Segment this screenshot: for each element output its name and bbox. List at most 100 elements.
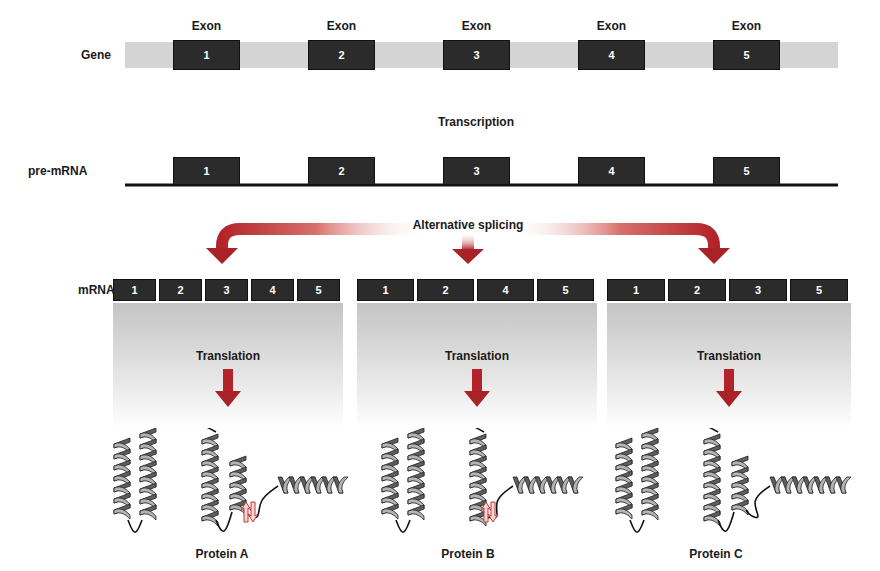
splice-arrow	[222, 229, 430, 249]
exon-box: Exon1	[173, 40, 240, 70]
illustration-part	[770, 477, 851, 493]
exon-box: 5	[790, 279, 848, 301]
protein-label: Protein B	[441, 547, 494, 561]
alpha-helix	[642, 428, 658, 520]
exon-box: 5	[713, 157, 780, 185]
illustration-part	[114, 509, 130, 519]
splice-arrow	[462, 232, 474, 250]
illustration-part	[488, 502, 498, 522]
exon-box: 5	[297, 279, 340, 301]
exon-number: 5	[714, 49, 779, 61]
loop	[128, 520, 142, 532]
exon-number: 1	[114, 284, 155, 296]
protein-label: Protein C	[689, 547, 742, 561]
loop	[244, 486, 278, 518]
step-label: Translation	[113, 349, 343, 363]
protein-structure	[114, 418, 348, 533]
exon-number: 1	[358, 284, 413, 296]
beta-strand	[241, 502, 258, 522]
exon-box: Exon4	[578, 40, 645, 70]
exon-label: Exon	[462, 19, 491, 33]
exon-number: 3	[444, 165, 509, 177]
row-label: Gene	[81, 48, 111, 62]
step-label: Translation	[357, 349, 597, 363]
exon-number: 4	[579, 165, 644, 177]
exon-box: Exon5	[713, 40, 780, 70]
loop	[216, 512, 232, 531]
illustration-part	[616, 509, 632, 519]
exon-number: 2	[309, 49, 374, 61]
illustration-part	[140, 510, 156, 520]
exon-box: 5	[537, 279, 594, 301]
protein-structure	[382, 418, 583, 533]
exon-box: Exon2	[308, 40, 375, 70]
exon-box: 1	[113, 279, 156, 301]
loop	[396, 520, 410, 532]
exon-number: 1	[174, 165, 239, 177]
splice-arrow	[506, 229, 714, 249]
exon-box: 2	[308, 157, 375, 185]
illustration-part	[732, 505, 748, 515]
arrow-head	[464, 391, 490, 407]
arrow-head	[698, 248, 730, 264]
alpha-helix	[202, 434, 218, 526]
loop	[746, 486, 770, 518]
illustration-part	[408, 510, 424, 520]
row-label: pre-mRNA	[28, 164, 87, 178]
exon-number: 2	[418, 284, 473, 296]
translation-arrow	[357, 303, 597, 428]
exon-box: 2	[417, 279, 474, 301]
illustration-part	[573, 477, 583, 493]
illustration-part	[241, 502, 251, 522]
exon-number: 4	[252, 284, 293, 296]
alpha-helix	[513, 477, 583, 493]
step-label: Alternative splicing	[409, 218, 528, 232]
alpha-helix	[382, 438, 398, 519]
translation-panel: Translation	[113, 303, 343, 428]
exon-label: Exon	[327, 19, 356, 33]
exon-box: 3	[443, 157, 510, 185]
illustration-part	[248, 502, 258, 522]
alpha-helix	[408, 428, 424, 520]
exon-label: Exon	[597, 19, 626, 33]
row-label: mRNA	[78, 283, 115, 297]
exon-number: 4	[478, 284, 533, 296]
exon-box: 2	[668, 279, 726, 301]
exon-number: 3	[206, 284, 247, 296]
exon-box: 2	[159, 279, 202, 301]
exon-number: 3	[444, 49, 509, 61]
arrow-head	[215, 391, 241, 407]
illustration-part	[338, 477, 348, 493]
gene-band: GeneExon1Exon2Exon3Exon4Exon5	[125, 42, 838, 68]
exon-box: Exon3	[443, 40, 510, 70]
exon-number: 2	[669, 284, 725, 296]
illustration-part	[481, 502, 491, 522]
exon-number: 2	[160, 284, 201, 296]
arrow-shaft	[724, 369, 734, 393]
exon-number: 5	[714, 165, 779, 177]
exon-number: 2	[309, 165, 374, 177]
exon-number: 4	[579, 49, 644, 61]
exon-number: 5	[791, 284, 847, 296]
loop	[630, 520, 644, 532]
exon-label: Exon	[732, 19, 761, 33]
alpha-helix	[704, 434, 720, 526]
arrow-head	[452, 249, 484, 264]
alpha-helix	[770, 477, 851, 493]
arrow-shaft	[472, 369, 482, 393]
exon-number: 3	[730, 284, 786, 296]
illustration-part	[841, 477, 851, 493]
alpha-helix	[616, 438, 632, 519]
arrow-head	[716, 391, 742, 407]
exon-number: 1	[174, 49, 239, 61]
translation-arrow	[113, 303, 343, 428]
exon-box: 4	[251, 279, 294, 301]
translation-arrow	[607, 303, 851, 428]
arrow-shaft	[223, 369, 233, 393]
beta-strand	[481, 502, 498, 522]
illustration-part	[382, 509, 398, 519]
illustration-part	[513, 477, 583, 493]
arrow-head	[206, 248, 238, 264]
illustration-part	[642, 510, 658, 520]
